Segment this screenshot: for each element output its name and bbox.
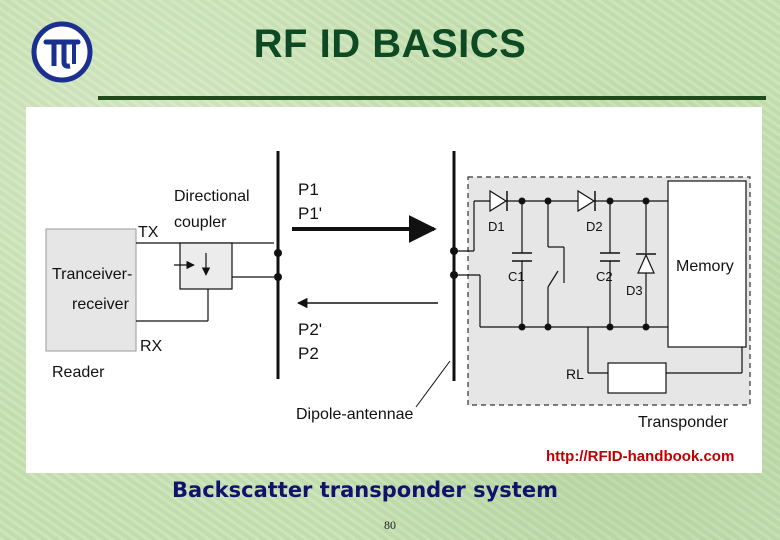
directional-coupler-box xyxy=(179,242,233,290)
switch-blade xyxy=(547,270,559,288)
label-p1-prime: P1' xyxy=(298,204,322,223)
memory-box xyxy=(667,180,747,348)
label-dipole: Dipole-antennae xyxy=(296,406,414,423)
diode-d2 xyxy=(577,189,596,213)
dipole-pointer xyxy=(415,360,451,408)
label-coupler: coupler xyxy=(174,214,227,231)
label-memory: Memory xyxy=(676,258,734,275)
diagram-panel: Tranceiver- receiver Reader TX RX Direct… xyxy=(26,107,762,473)
pi-tau-logo-icon xyxy=(31,21,93,83)
label-p2-prime: P2' xyxy=(298,320,322,339)
diagram-caption: Backscatter transponder system xyxy=(172,478,558,502)
label-d3: D3 xyxy=(626,283,643,298)
reader-antenna-terminal-top xyxy=(274,249,282,257)
label-d1: D1 xyxy=(488,219,505,234)
reader-box xyxy=(45,228,137,352)
reader-antenna-terminal-bottom xyxy=(274,273,282,281)
label-c2: C2 xyxy=(596,269,613,284)
label-rx: RX xyxy=(140,338,163,355)
label-rl: RL xyxy=(566,366,584,382)
label-d2: D2 xyxy=(586,219,603,234)
backscatter-diagram: Tranceiver- receiver Reader TX RX Direct… xyxy=(45,151,751,465)
label-reader: Reader xyxy=(52,364,105,381)
label-directional: Directional xyxy=(174,188,250,205)
label-transceiver: Tranceiver- xyxy=(52,266,132,283)
label-p2: P2 xyxy=(298,344,319,363)
diode-d1 xyxy=(489,189,508,213)
label-tx: TX xyxy=(138,224,159,241)
load-resistor xyxy=(607,362,667,394)
label-c1: C1 xyxy=(508,269,525,284)
page-number: 80 xyxy=(384,518,396,532)
label-transponder: Transponder xyxy=(638,414,729,431)
junction-dots xyxy=(518,197,650,331)
label-p1: P1 xyxy=(298,180,319,199)
page-title: RF ID BASICS xyxy=(253,22,527,66)
label-receiver: receiver xyxy=(72,296,130,313)
source-url: http://RFID-handbook.com xyxy=(546,448,734,465)
title-divider xyxy=(98,96,766,100)
